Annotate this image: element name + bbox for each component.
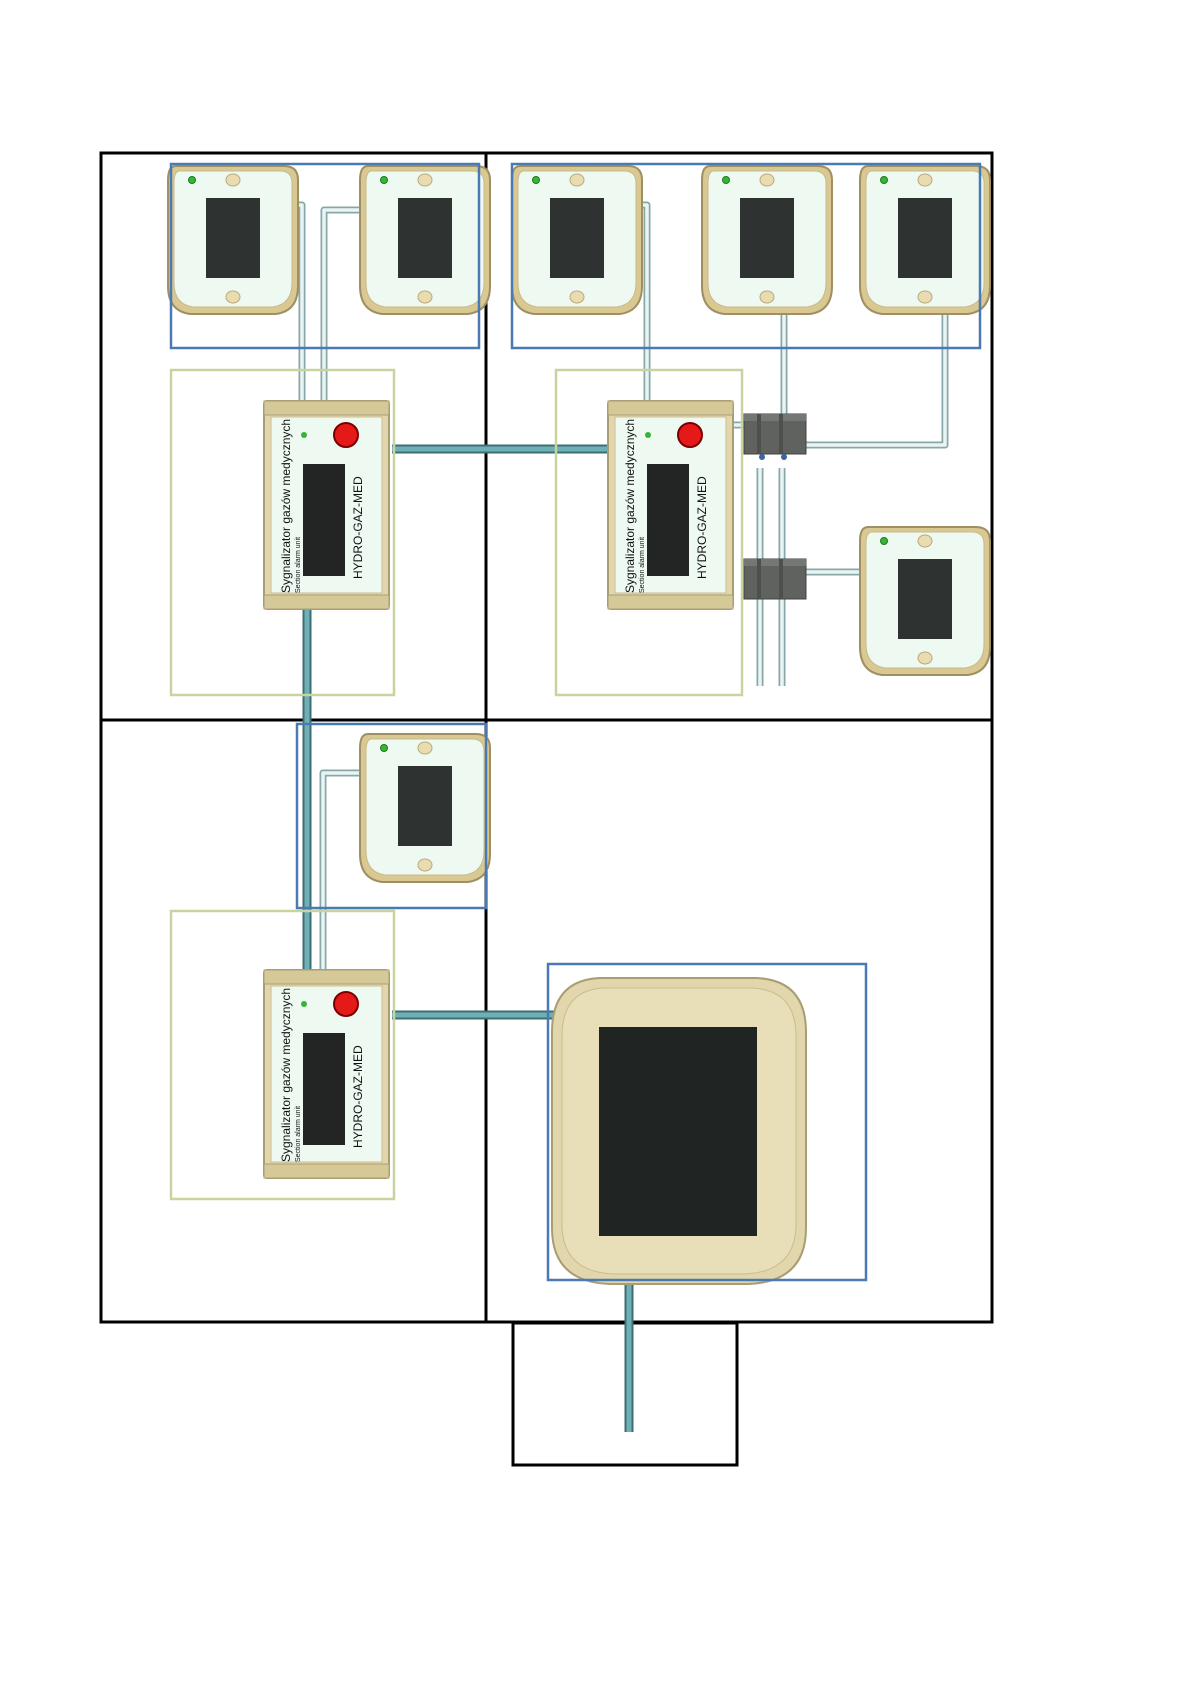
gas-sensor-icon xyxy=(168,166,298,314)
unit-model: HYDRO-GAZ-MED xyxy=(351,1045,365,1148)
section-alarm-unit-2: Sygnalizator gazów medycznych Section al… xyxy=(608,401,733,609)
section-alarm-unit-1: Sygnalizator gazów medycznych Section al… xyxy=(264,401,389,609)
junction-box-icon xyxy=(744,414,806,454)
gas-sensor-icon xyxy=(860,166,990,314)
unit-title: Sygnalizator gazów medycznych xyxy=(279,419,293,593)
gas-sensor-icon xyxy=(702,166,832,314)
junction-box-icon xyxy=(744,559,806,599)
unit-model: HYDRO-GAZ-MED xyxy=(695,476,709,579)
room-borders xyxy=(101,153,992,1465)
gas-sensor-icon xyxy=(860,527,990,675)
unit-title: Sygnalizator gazów medycznych xyxy=(623,419,637,593)
gas-sensor-icon xyxy=(360,166,490,314)
gas-sensor-icon xyxy=(360,734,490,882)
gas-sensor-icon xyxy=(512,166,642,314)
unit-subtitle: Section alarm unit xyxy=(295,1106,302,1162)
central-alarm-panel xyxy=(552,978,806,1284)
section-alarm-unit-3: Sygnalizator gazów medycznych Section al… xyxy=(264,970,389,1178)
unit-subtitle: Section alarm unit xyxy=(639,537,646,593)
unit-subtitle: Section alarm unit xyxy=(295,537,302,593)
central-panel-display xyxy=(599,1027,757,1236)
unit-title: Sygnalizator gazów medycznych xyxy=(279,988,293,1162)
unit-model: HYDRO-GAZ-MED xyxy=(351,476,365,579)
